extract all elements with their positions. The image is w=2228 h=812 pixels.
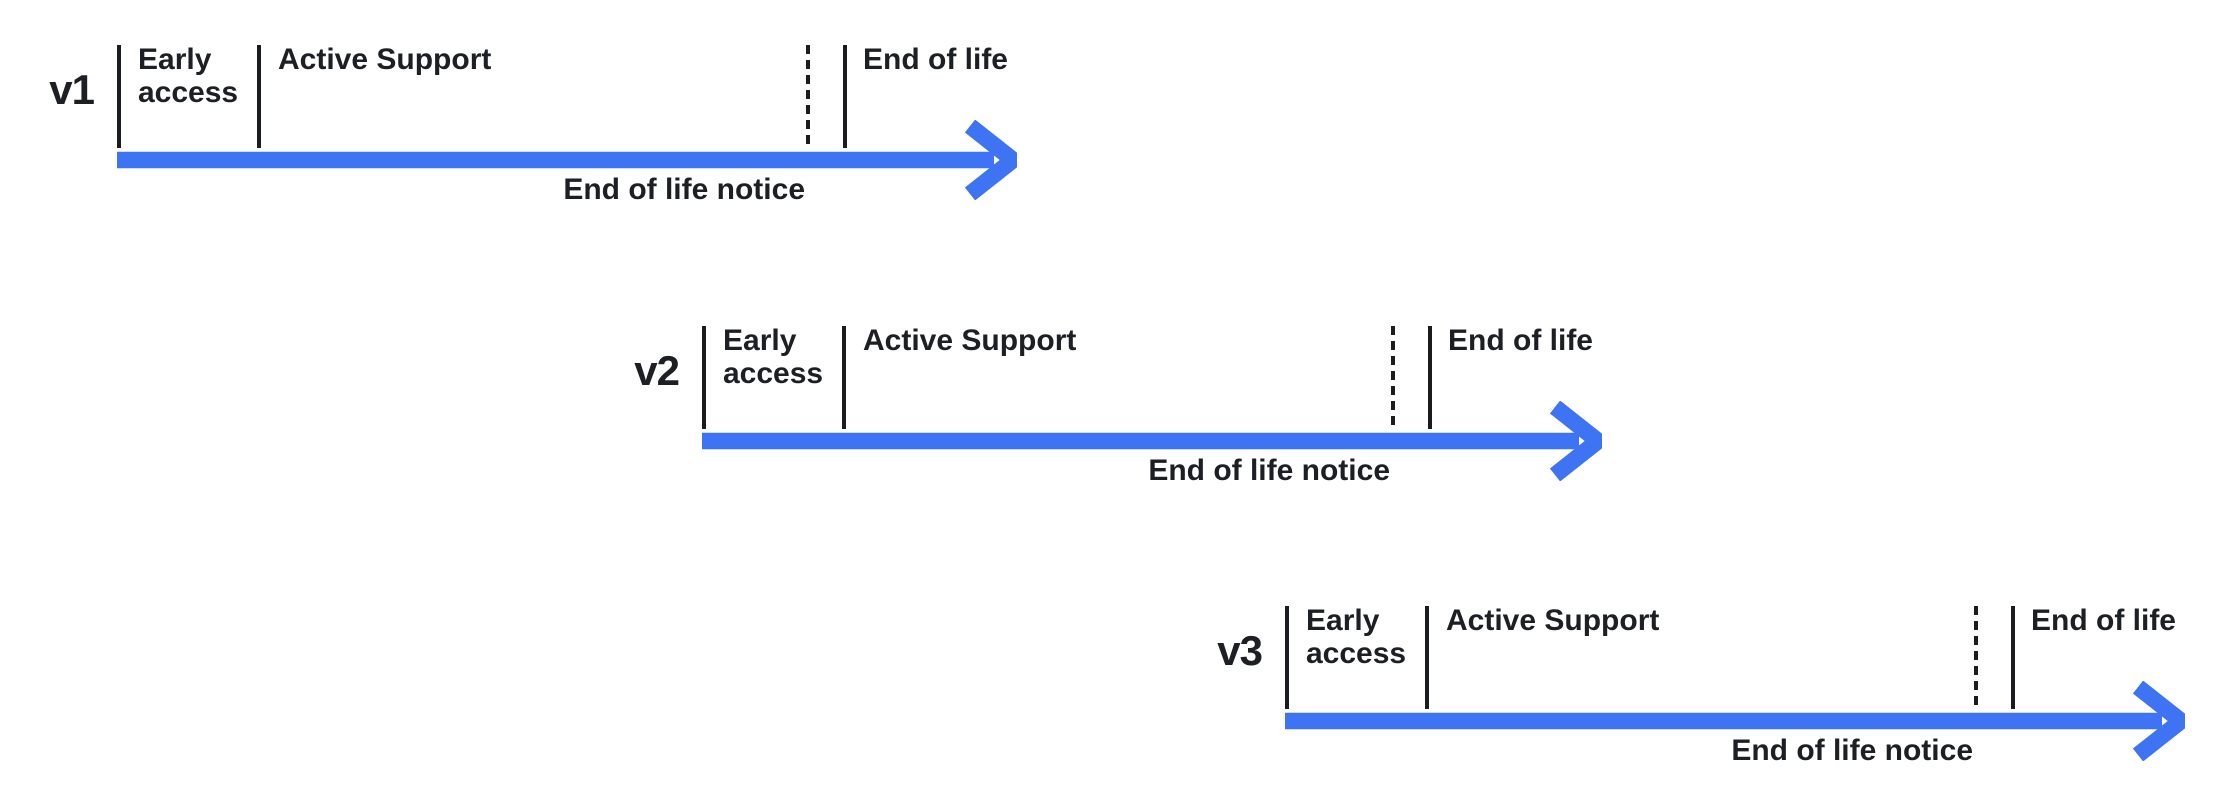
end-of-life-tick <box>843 45 847 148</box>
end-of-life-label: End of life <box>863 43 1008 76</box>
active-support-label: Active Support <box>1446 604 1660 637</box>
timeline-arrow <box>702 401 1602 481</box>
version-label: v2 <box>634 347 680 394</box>
end-of-life-tick <box>2011 606 2015 709</box>
early-access-label: Early access <box>1306 604 1407 670</box>
early-access-start-tick <box>1285 606 1289 709</box>
early-access-label: Early access <box>138 43 239 109</box>
timeline-row-v3: v3 Early access Active Support End of li… <box>1168 561 2228 796</box>
end-of-life-notice-tick <box>806 45 810 148</box>
end-of-life-tick <box>1428 326 1432 429</box>
active-support-start-tick <box>842 326 846 429</box>
end-of-life-label: End of life <box>2031 604 2176 637</box>
active-support-start-tick <box>257 45 261 148</box>
timeline-arrow <box>117 120 1017 200</box>
version-label: v1 <box>49 66 95 113</box>
end-of-life-notice-label: End of life notice <box>1731 734 1973 767</box>
early-access-label: Early access <box>723 324 824 390</box>
early-access-start-tick <box>117 45 121 148</box>
end-of-life-notice-tick <box>1974 606 1978 709</box>
end-of-life-label: End of life <box>1448 324 1593 357</box>
timeline-row-v1: v1 Early access Active Support End of li… <box>0 0 1060 235</box>
end-of-life-notice-label: End of life notice <box>563 173 805 206</box>
active-support-label: Active Support <box>278 43 492 76</box>
active-support-label: Active Support <box>863 324 1077 357</box>
timeline-arrow <box>1285 681 2185 761</box>
timeline-row-v2: v2 Early access Active Support End of li… <box>585 281 1645 516</box>
early-access-start-tick <box>702 326 706 429</box>
version-label: v3 <box>1217 627 1263 674</box>
active-support-start-tick <box>1425 606 1429 709</box>
end-of-life-notice-tick <box>1391 326 1395 429</box>
end-of-life-notice-label: End of life notice <box>1148 454 1390 487</box>
